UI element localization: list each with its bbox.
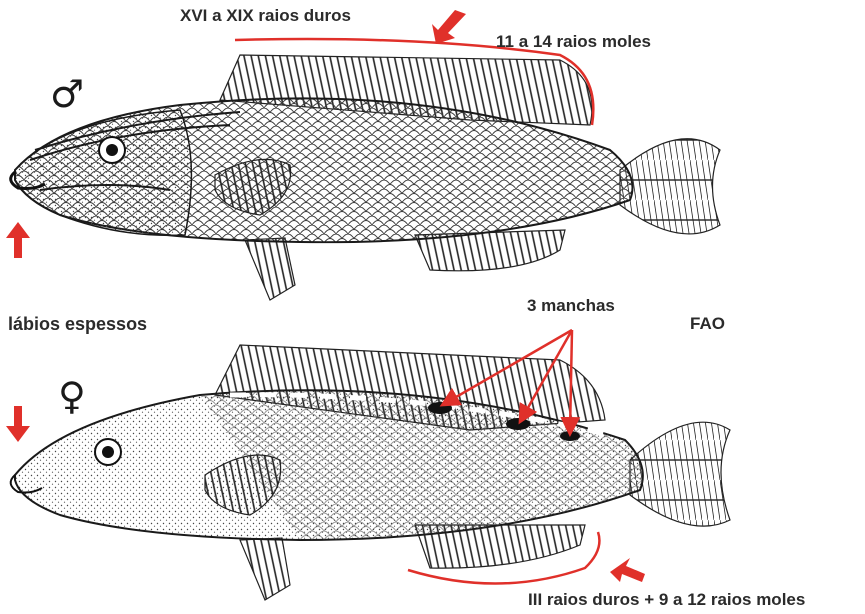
lips-label: lábios espessos xyxy=(8,314,147,335)
female-spot-2 xyxy=(506,418,530,430)
female-pelvic-fin xyxy=(240,538,290,600)
anal-fin-label: III raios duros + 9 a 12 raios moles xyxy=(528,590,805,610)
dorsal-soft-rays-label: 11 a 14 raios moles xyxy=(496,32,651,52)
male-pelvic-fin xyxy=(245,238,295,300)
female-fish xyxy=(11,345,730,600)
credit-label: FAO xyxy=(690,314,725,334)
dorsal-fin-arrow xyxy=(432,10,466,44)
male-symbol: ♂ xyxy=(50,72,84,116)
male-tail-fin xyxy=(620,139,720,234)
dorsal-spines-label: XVI a XIX raios duros xyxy=(180,6,351,26)
female-symbol: ♀ xyxy=(58,374,86,418)
male-fish xyxy=(11,55,720,300)
lips-arrow-up xyxy=(6,222,30,258)
female-spot-3 xyxy=(560,431,580,441)
lips-arrow-down xyxy=(6,406,30,442)
anal-fin-arrow xyxy=(610,558,645,582)
female-tail-fin xyxy=(630,422,730,526)
male-head xyxy=(15,110,191,235)
spots-label: 3 manchas xyxy=(527,296,615,316)
female-spot-1 xyxy=(428,402,452,414)
